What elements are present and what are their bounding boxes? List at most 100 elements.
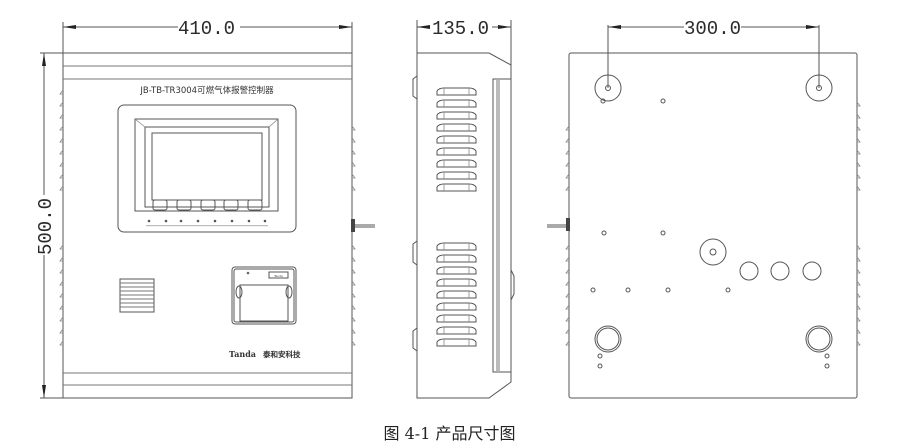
panel-button-3[interactable] bbox=[200, 199, 216, 211]
edge-tick bbox=[59, 137, 64, 143]
vent-slot bbox=[436, 290, 477, 299]
mounting-hole bbox=[594, 74, 622, 102]
indicator-light bbox=[263, 219, 267, 223]
panel-button-2[interactable] bbox=[176, 199, 192, 211]
edge-tick bbox=[59, 316, 64, 322]
edge-tick bbox=[856, 280, 861, 286]
printer-paper-door[interactable] bbox=[239, 284, 289, 322]
mount-spacing-dimension: 300.0 bbox=[607, 18, 820, 88]
edge-tick bbox=[565, 268, 570, 274]
edge-tick bbox=[59, 244, 64, 250]
vent-slot bbox=[436, 302, 477, 311]
vent-slot bbox=[436, 135, 477, 144]
edge-tick bbox=[351, 292, 356, 298]
edge-tick bbox=[59, 113, 64, 119]
edge-tick bbox=[565, 161, 570, 167]
vent-slot bbox=[436, 147, 477, 156]
front-panel-buttons bbox=[152, 199, 263, 211]
vent-slot bbox=[436, 171, 477, 180]
edge-tick bbox=[565, 185, 570, 191]
edge-tick bbox=[351, 268, 356, 274]
rear-cabinet-outline bbox=[568, 52, 858, 399]
vent-slot bbox=[436, 326, 477, 335]
screw-holes bbox=[590, 98, 830, 369]
edge-tick bbox=[59, 280, 64, 286]
screen-inner-bezel bbox=[144, 126, 270, 208]
vent-slot bbox=[436, 123, 477, 132]
arrow-down-icon bbox=[42, 385, 46, 398]
edge-tick bbox=[351, 316, 356, 322]
edge-tick bbox=[351, 125, 356, 131]
vent-slot bbox=[436, 242, 477, 251]
indicator-light bbox=[179, 219, 183, 223]
edge-tick bbox=[565, 256, 570, 262]
edge-tick bbox=[351, 161, 356, 167]
edge-tick bbox=[59, 149, 64, 155]
edge-tick bbox=[856, 328, 861, 334]
edge-tick bbox=[856, 292, 861, 298]
indicator-light bbox=[213, 219, 217, 223]
brand-latin: Tanda bbox=[229, 349, 256, 359]
edge-tick bbox=[59, 292, 64, 298]
edge-tick bbox=[59, 161, 64, 167]
edge-tick bbox=[856, 149, 861, 155]
brand-chinese: 泰和安科技 bbox=[262, 349, 301, 359]
hinge-ticks bbox=[59, 89, 356, 346]
arrow-up-icon bbox=[42, 53, 46, 66]
vent-slot bbox=[436, 314, 477, 323]
printer-brand-badge: Tanda bbox=[273, 274, 283, 278]
edge-tick bbox=[565, 173, 570, 179]
cable-knockouts bbox=[594, 238, 833, 353]
vent-slot bbox=[436, 99, 477, 108]
edge-tick bbox=[856, 125, 861, 131]
edge-tick bbox=[856, 316, 861, 322]
printer-module: Tanda bbox=[231, 266, 297, 325]
edge-tick bbox=[856, 256, 861, 262]
mounting-hole bbox=[805, 74, 833, 102]
indicator-light bbox=[196, 219, 200, 223]
edge-tick bbox=[59, 101, 64, 107]
width-dimension: 410.0 bbox=[62, 18, 353, 54]
side-bracket bbox=[412, 75, 418, 100]
hinge-ticks bbox=[565, 101, 861, 346]
screen-bezel bbox=[134, 118, 279, 212]
vent-slot bbox=[436, 111, 477, 120]
panel-button-5[interactable] bbox=[247, 199, 263, 211]
indicator-light bbox=[164, 219, 168, 223]
edge-tick bbox=[856, 340, 861, 346]
arrow-left-icon bbox=[417, 25, 430, 29]
edge-tick bbox=[565, 316, 570, 322]
lock-key-icon bbox=[547, 218, 570, 231]
lock-key-icon bbox=[351, 219, 375, 232]
width-dimension-label: 410.0 bbox=[178, 18, 235, 40]
edge-tick bbox=[856, 173, 861, 179]
edge-tick bbox=[856, 113, 861, 119]
edge-tick bbox=[59, 328, 64, 334]
edge-tick bbox=[565, 137, 570, 143]
arrow-left-icon bbox=[63, 25, 76, 29]
vent-slot bbox=[436, 278, 477, 287]
depth-dimension: 135.0 bbox=[416, 18, 512, 65]
figure-caption: 图 4-1 产品尺寸图 bbox=[383, 424, 516, 443]
side-view: 135.0 bbox=[412, 18, 515, 399]
side-bracket bbox=[412, 240, 418, 266]
edge-tick bbox=[856, 304, 861, 310]
edge-tick bbox=[565, 304, 570, 310]
panel-button-1[interactable] bbox=[152, 199, 168, 211]
edge-tick bbox=[351, 185, 356, 191]
edge-tick bbox=[59, 125, 64, 131]
arrow-left-icon bbox=[608, 25, 621, 29]
arrow-right-icon bbox=[806, 25, 819, 29]
edge-tick bbox=[59, 256, 64, 262]
vent-slot bbox=[436, 338, 477, 347]
arrow-right-icon bbox=[339, 25, 352, 29]
edge-tick bbox=[565, 292, 570, 298]
brand-logo: Tanda 泰和安科技 bbox=[229, 349, 301, 359]
edge-tick bbox=[351, 304, 356, 310]
edge-tick bbox=[351, 328, 356, 334]
edge-tick bbox=[351, 149, 356, 155]
panel-button-4[interactable] bbox=[223, 199, 239, 211]
vent-slot bbox=[436, 254, 477, 263]
edge-tick bbox=[856, 185, 861, 191]
vent-slot bbox=[436, 159, 477, 168]
